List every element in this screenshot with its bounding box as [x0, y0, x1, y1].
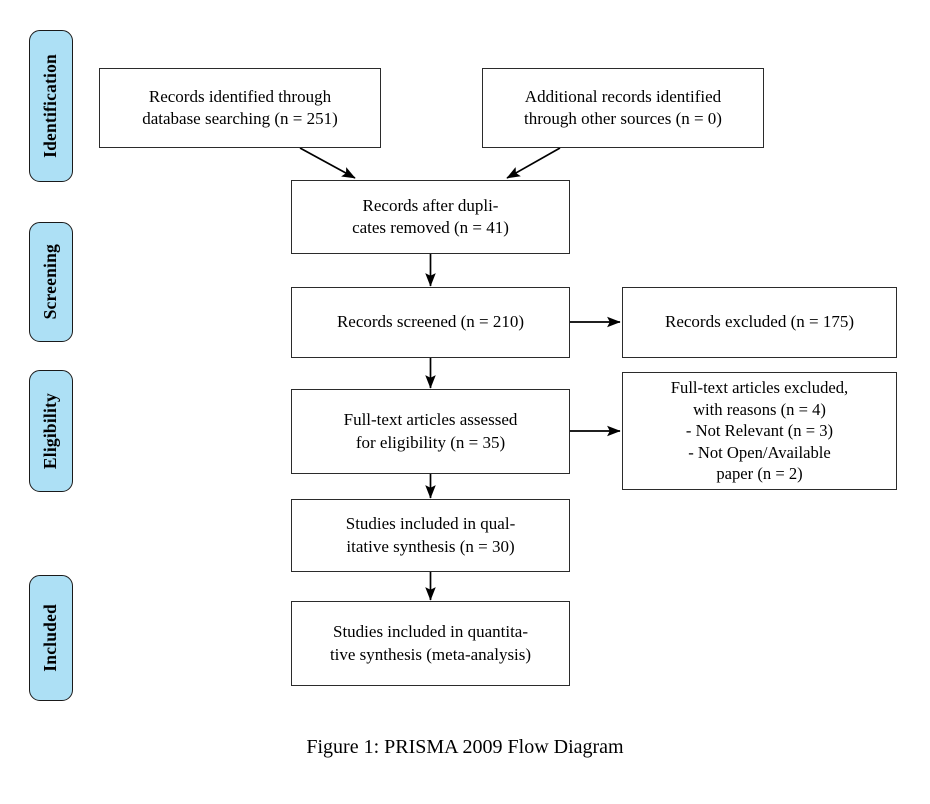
box-fulltext-articles-excluded: Full-text articles excluded, with reason…: [622, 372, 897, 490]
arrow-other-to-duplicates: [506, 147, 561, 179]
box-additional-records-other-sources: Additional records identified through ot…: [482, 68, 764, 148]
box-text: Studies included in qual- itative synthe…: [345, 514, 516, 556]
box-text: Records excluded (n = 175): [665, 312, 854, 332]
box-text: Studies included in quantita- tive synth…: [329, 622, 532, 664]
stage-label-screening: Screening: [29, 222, 73, 342]
stage-label-included: Included: [29, 575, 73, 701]
box-text: Records screened (n = 210): [336, 312, 525, 332]
stage-label-text: Eligibility: [40, 392, 61, 470]
box-studies-qualitative-synthesis: Studies included in qual- itative synthe…: [291, 499, 570, 572]
box-records-identified-database: Records identified through database sear…: [99, 68, 381, 148]
figure-caption: Figure 1: PRISMA 2009 Flow Diagram: [306, 736, 624, 758]
box-studies-quantitative-synthesis: Studies included in quantita- tive synth…: [291, 601, 570, 686]
box-records-screened: Records screened (n = 210): [291, 287, 570, 358]
arrow-database-to-duplicates: [299, 147, 356, 179]
box-records-after-duplicates-removed: Records after dupli- cates removed (n = …: [291, 180, 570, 254]
stage-label-identification: Identification: [29, 30, 73, 182]
stage-label-text: Identification: [40, 54, 61, 158]
stage-label-text: Screening: [40, 244, 61, 320]
stage-label-eligibility: Eligibility: [29, 370, 73, 492]
box-text: Records identified through database sear…: [142, 86, 338, 128]
box-text: Additional records identified through ot…: [524, 86, 722, 128]
box-fulltext-articles-assessed: Full-text articles assessed for eligibil…: [291, 389, 570, 474]
stage-label-text: Included: [40, 604, 61, 672]
box-records-excluded: Records excluded (n = 175): [622, 287, 897, 358]
box-text: Full-text articles assessed for eligibil…: [343, 410, 518, 452]
box-text: Records after dupli- cates removed (n = …: [352, 195, 509, 237]
box-text: Full-text articles excluded, with reason…: [670, 378, 849, 484]
